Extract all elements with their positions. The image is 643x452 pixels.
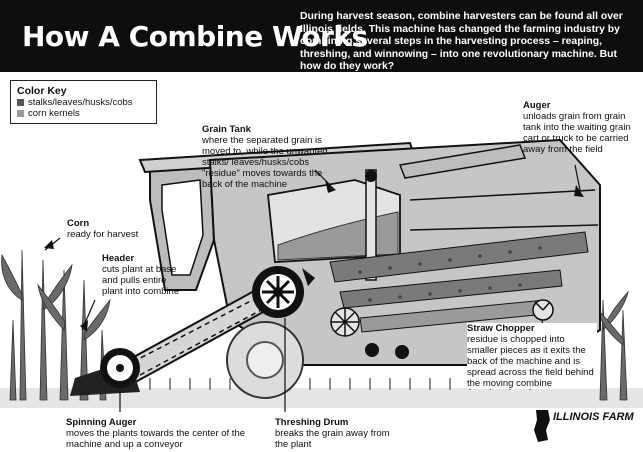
color-key-item-stalks: stalks/leaves/husks/cobs [17, 97, 150, 108]
threshing-drum-title: Threshing Drum [275, 417, 349, 428]
header-desc: cuts plant at base and pulls entire plan… [102, 264, 180, 297]
logo-text: ILLINOIS FARM [553, 411, 634, 423]
color-key-item-kernels: corn kernels [17, 108, 150, 119]
grain-tank-desc: where the separated grain is moved to, w… [202, 135, 328, 190]
residue-dots [358, 246, 542, 302]
header-unit [70, 348, 140, 396]
label-corn: Corn ready for harvest [67, 218, 157, 240]
unloading-auger [398, 144, 527, 179]
grain-tank-title: Grain Tank [202, 124, 251, 135]
color-key: Color Key stalks/leaves/husks/cobs corn … [10, 80, 157, 124]
label-straw-chopper: Straw Chopper residue is chopped into sm… [467, 323, 597, 389]
corn-plants-right [597, 290, 629, 401]
straw-chopper-desc: residue is chopped into smaller pieces a… [467, 334, 594, 389]
page-title: How A Combine Works [22, 20, 368, 53]
straw-chopper-title: Straw Chopper [467, 323, 535, 334]
color-key-label: corn kernels [28, 108, 80, 119]
header-title: Header [102, 253, 135, 264]
corn-plants [1, 249, 111, 401]
gear-icon [395, 345, 409, 359]
corn-title: Corn [67, 218, 90, 229]
auger-desc: unloads grain from grain tank into the w… [523, 111, 631, 155]
threshing-drum-desc: breaks the grain away from the plant [275, 428, 390, 450]
straw-walkers [329, 231, 589, 333]
cab-window [161, 179, 204, 276]
beater-icon [302, 268, 315, 286]
intro-text: During harvest season, combine harvester… [300, 11, 623, 72]
color-key-label: stalks/leaves/husks/cobs [28, 97, 133, 108]
label-spinning-auger: Spinning Auger moves the plants towards … [66, 417, 266, 450]
stalks-swatch [17, 99, 24, 106]
auger-title: Auger [523, 100, 551, 111]
gear-icon [365, 343, 379, 357]
label-auger: Auger unloads grain from grain tank into… [523, 100, 638, 155]
elevator-top-icon [365, 170, 377, 182]
label-threshing-drum: Threshing Drum breaks the grain away fro… [275, 417, 390, 450]
ground [0, 388, 643, 408]
flow-arrows [44, 180, 584, 332]
combine-body [138, 138, 601, 399]
illinois-farm-logo [534, 410, 550, 442]
threshing-drum [252, 266, 304, 318]
spinning-auger-desc: moves the plants towards the center of t… [66, 428, 246, 450]
spinning-auger-title: Spinning Auger [66, 417, 137, 428]
label-grain-tank: Grain Tank where the separated grain is … [202, 124, 332, 190]
label-header: Header cuts plant at base and pulls enti… [102, 253, 184, 297]
color-key-title: Color Key [17, 85, 67, 97]
kernels-swatch [17, 110, 24, 117]
corn-desc: ready for harvest [67, 229, 139, 240]
header-banner: How A Combine Works During harvest seaso… [0, 0, 643, 72]
